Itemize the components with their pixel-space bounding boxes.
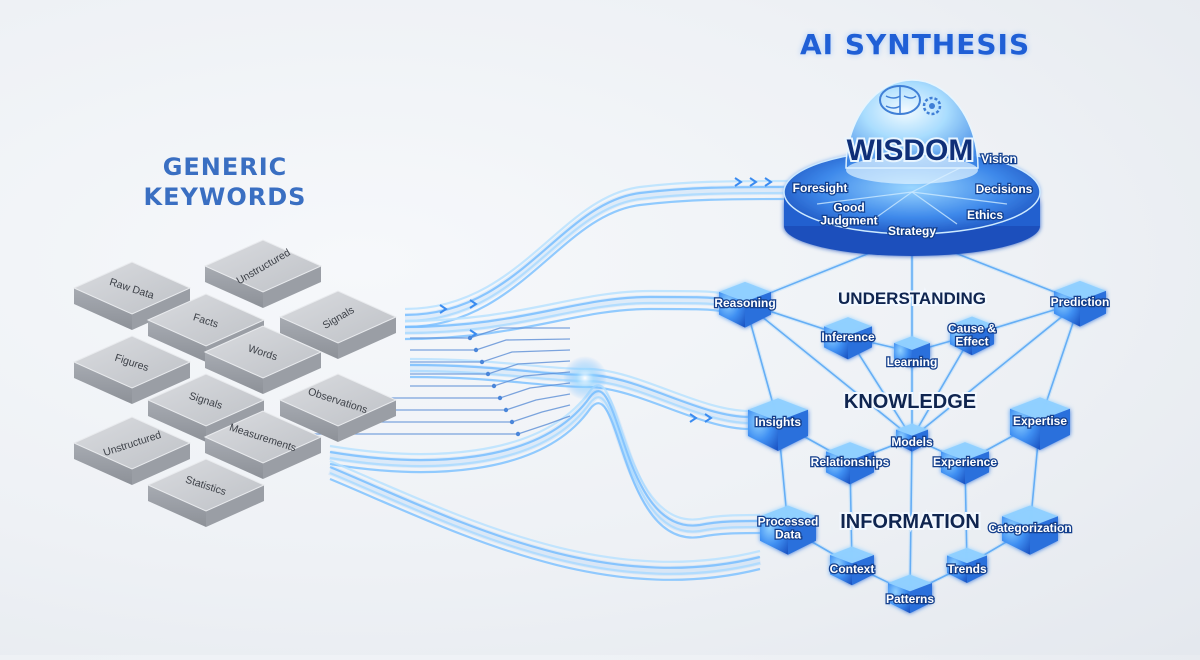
node-inference: Inference — [821, 330, 875, 344]
circuit-trace — [410, 327, 570, 339]
circuit-trace — [410, 371, 571, 387]
convergence-glow — [563, 356, 607, 400]
flow-chevron-icon — [749, 177, 758, 187]
circuit-node — [515, 431, 521, 437]
wisdom-segment-foresight: Foresight — [793, 181, 848, 195]
node-learning: Learning — [887, 355, 938, 369]
circuit-node — [467, 335, 473, 341]
node-models: Models — [891, 435, 933, 449]
circuit-node — [479, 359, 485, 365]
circuit-trace — [410, 338, 571, 351]
node-context: Context — [830, 562, 875, 576]
generic-keywords-title: GENERIC KEYWORDS — [130, 152, 320, 212]
circuit-traces — [290, 327, 571, 437]
cube-context — [830, 546, 874, 586]
node-reasoning: Reasoning — [714, 296, 775, 310]
circuit-trace — [290, 415, 571, 435]
tile-words: Words — [203, 325, 323, 394]
cube-patterns — [888, 574, 932, 614]
cube-expertise — [1010, 397, 1070, 450]
flow-to-reasoning — [404, 289, 721, 341]
tile-observations: Observations — [278, 373, 402, 442]
data-flow-streams — [328, 177, 791, 581]
tier-title-understanding: UNDERSTANDING — [838, 289, 986, 308]
flow-to-context — [328, 459, 762, 581]
cube-insights — [748, 398, 808, 451]
circuit-node — [497, 395, 503, 401]
node-relationships: Relationships — [811, 455, 890, 469]
circuit-trace — [380, 382, 571, 399]
wisdom-title: WISDOM — [847, 134, 974, 167]
cube-learning — [894, 336, 930, 368]
cube-trends — [947, 547, 987, 583]
brain-icon — [879, 85, 921, 115]
node-experience: Experience — [933, 455, 997, 469]
cube-inference — [824, 317, 872, 360]
gear-icon — [922, 96, 942, 116]
circuit-node — [503, 407, 509, 413]
knowledge-cubes — [719, 280, 1106, 614]
tile-unstructured: Unstructured — [203, 239, 323, 308]
circuit-trace — [350, 393, 571, 411]
wisdom-dome — [845, 79, 979, 184]
cube-processed — [760, 505, 816, 555]
node-insights: Insights — [755, 415, 801, 429]
tile-unstructured: Unstructured — [72, 416, 192, 485]
wisdom-segment-strategy: Strategy — [888, 224, 936, 238]
generic-keywords-title-line1: GENERIC — [162, 153, 288, 181]
cube-experience — [941, 442, 989, 485]
tier-title-knowledge: KNOWLEDGE — [844, 391, 976, 413]
tile-figures: Figures — [72, 335, 192, 404]
node-cause-and-effect: Cause &Effect — [948, 322, 996, 349]
wisdom-segment-decisions: Decisions — [976, 182, 1033, 196]
wisdom-segment-ethics: Ethics — [967, 208, 1003, 222]
node-prediction: Prediction — [1051, 295, 1110, 309]
cube-cause — [950, 316, 994, 356]
node-expertise: Expertise — [1013, 414, 1067, 428]
node-patterns: Patterns — [886, 592, 934, 606]
flow-to-processed-data — [329, 384, 761, 539]
circuit-node — [509, 419, 515, 425]
flow-chevron-icon — [689, 413, 698, 423]
cube-relationships — [826, 442, 874, 485]
network-link — [909, 437, 913, 594]
network-link — [911, 301, 1081, 439]
flow-to-wisdom — [404, 179, 791, 329]
flow-chevron-icon — [704, 413, 713, 423]
node-trends: Trends — [947, 562, 987, 576]
network-link — [744, 302, 913, 439]
cube-prediction — [1054, 280, 1106, 327]
generic-keywords-title-line2: KEYWORDS — [143, 183, 307, 211]
circuit-trace — [410, 349, 571, 363]
tile-measurements: Measurements — [203, 410, 327, 479]
flow-chevron-icon — [734, 177, 743, 187]
circuit-trace — [410, 360, 571, 375]
circuit-node — [473, 347, 479, 353]
tile-statistics: Statistics — [146, 458, 266, 527]
tile-signals: Signals — [278, 290, 402, 359]
circuit-node — [485, 371, 491, 377]
ai-synthesis-title: AI SYNTHESIS — [800, 28, 1031, 61]
flow-chevron-icon — [764, 177, 773, 187]
network-link — [911, 334, 973, 439]
circuit-node — [491, 383, 497, 389]
flow-chevron-icon — [439, 304, 448, 314]
circuit-trace — [320, 404, 571, 423]
cube-categorization — [1002, 505, 1058, 555]
tile-raw-data: Raw Data — [72, 261, 192, 330]
cube-models — [896, 423, 928, 452]
tile-facts: Facts — [146, 293, 266, 362]
flow-chevron-icon — [469, 299, 478, 309]
tier-title-information: INFORMATION — [840, 511, 980, 533]
wisdom-segment-vision: Vision — [981, 152, 1017, 166]
node-labels: UNDERSTANDING KNOWLEDGE INFORMATION Reasoni… — [713, 287, 1111, 607]
cube-reasoning — [719, 281, 771, 328]
node-categorization: Categorization — [988, 521, 1071, 535]
